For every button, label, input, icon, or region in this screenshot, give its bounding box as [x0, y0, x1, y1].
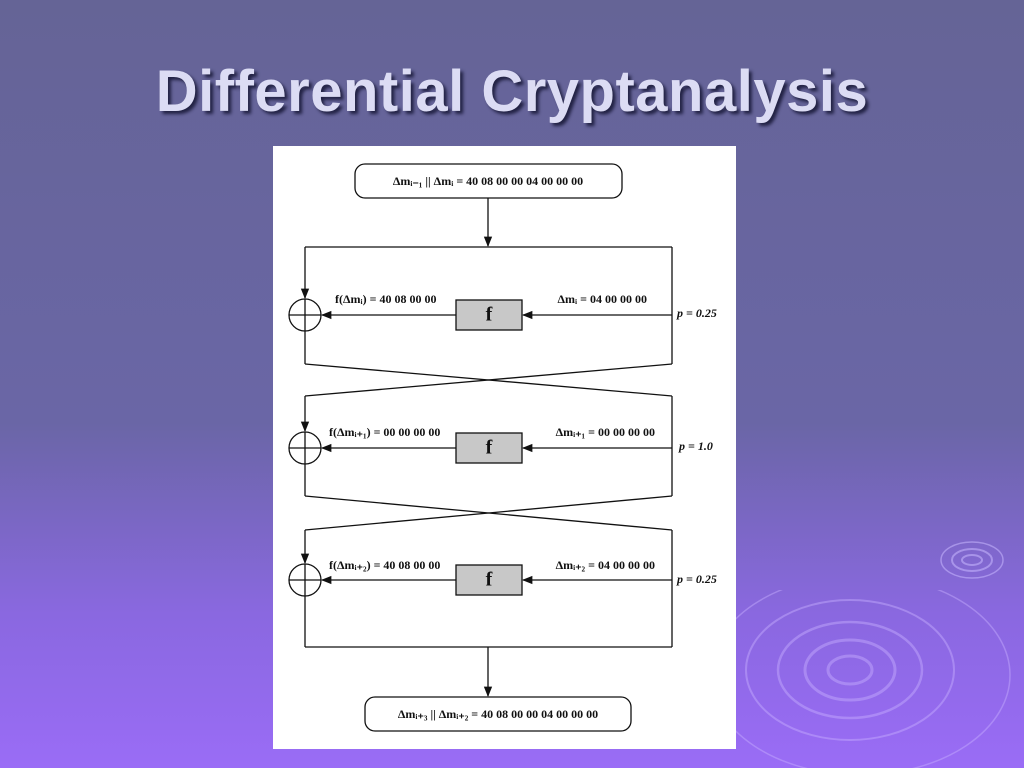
feistel-diagram: Δmᵢ₋₁ || Δmᵢ = 40 08 00 00 04 00 00 00 Δ… [273, 146, 736, 749]
f-input-round-1: Δmᵢ = 04 00 00 00 [557, 292, 647, 306]
diagram-lines [288, 163, 673, 732]
output-box [364, 696, 632, 732]
probability-round-2: p = 1.0 [679, 439, 713, 453]
f-box-round-1 [455, 299, 523, 331]
slide-title: Differential Cryptanalysis [155, 59, 869, 124]
ripple-decoration-large [735, 590, 1011, 768]
f-input-round-2: Δmᵢ₊₁ = 00 00 00 00 [555, 425, 655, 439]
ripple-decoration-small [940, 541, 1004, 579]
f-output-round-3: f(Δmᵢ₊₂) = 40 08 00 00 [329, 558, 441, 572]
f-function-label-round-1: f [485, 303, 493, 326]
probability-round-1: p = 0.25 [677, 306, 717, 320]
f-function-label-round-3: f [485, 568, 493, 591]
f-output-round-2: f(Δmᵢ₊₁) = 00 00 00 00 [329, 425, 441, 439]
output-difference-label: Δmᵢ₊₃ || Δmᵢ₊₂ = 40 08 00 00 04 00 00 00 [397, 707, 599, 721]
f-box-round-3 [455, 564, 523, 596]
probability-round-3: p = 0.25 [677, 572, 717, 586]
f-function-label-round-2: f [485, 436, 493, 459]
f-output-round-1: f(Δmᵢ) = 40 08 00 00 [335, 292, 437, 306]
f-input-round-3: Δmᵢ₊₂ = 04 00 00 00 [555, 558, 655, 572]
input-difference-label: Δmᵢ₋₁ || Δmᵢ = 40 08 00 00 04 00 00 00 [392, 174, 584, 188]
